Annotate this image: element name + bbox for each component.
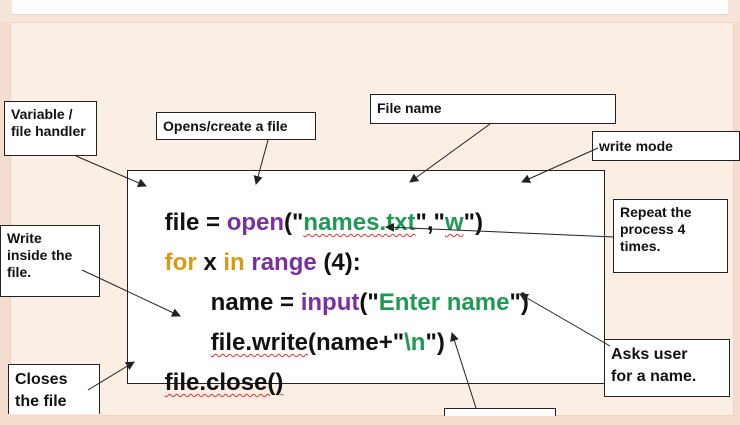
code-token-open: open: [226, 209, 285, 236]
code-token-mode: w: [444, 209, 464, 236]
label-write-inside: Write inside the file.: [0, 225, 100, 297]
code-line-3: name = input("Enter name"): [184, 261, 529, 345]
code-line-5: file.close(): [138, 341, 284, 425]
code-token: x: [196, 249, 224, 276]
code-token: (": [359, 289, 379, 316]
label-asks-user: Asks user for a name.: [604, 339, 730, 397]
label-repeat-process: Repeat the process 4 times.: [613, 199, 728, 273]
code-token: file =: [164, 209, 227, 236]
header-strip: [0, 0, 740, 22]
code-token-range: range: [251, 249, 317, 276]
code-line-4: file.write(name+"\n"): [184, 301, 445, 385]
code-token-input: input: [300, 289, 360, 316]
code-line-2: for x in range (4):: [138, 221, 361, 305]
label-closes-file: Closes the file: [8, 364, 100, 414]
code-token-prompt: Enter name: [378, 289, 510, 316]
code-token: "): [425, 329, 445, 356]
label-file-name: File name: [370, 94, 616, 124]
label-opens-create-file: Opens/create a file: [156, 112, 316, 140]
code-token-close: file.close(): [164, 369, 284, 396]
code-token: (": [284, 209, 304, 236]
code-token: (4):: [316, 249, 361, 276]
label-write-mode: write mode: [592, 131, 740, 161]
code-token-in: in: [223, 249, 245, 276]
code-token-write: file.write: [210, 329, 309, 356]
code-token: name =: [210, 289, 301, 316]
code-token-newline: \n: [404, 329, 426, 356]
code-token: "): [463, 209, 483, 236]
label-bottom-partial: [444, 408, 556, 416]
label-variable-file-handler: Variable / file handler: [4, 101, 97, 156]
code-token: "): [509, 289, 529, 316]
code-token: ",": [415, 209, 445, 236]
header-bar: [12, 0, 728, 15]
code-block: file = open("names.txt","w") for x in ra…: [127, 170, 605, 396]
code-token: (name+": [308, 329, 405, 356]
